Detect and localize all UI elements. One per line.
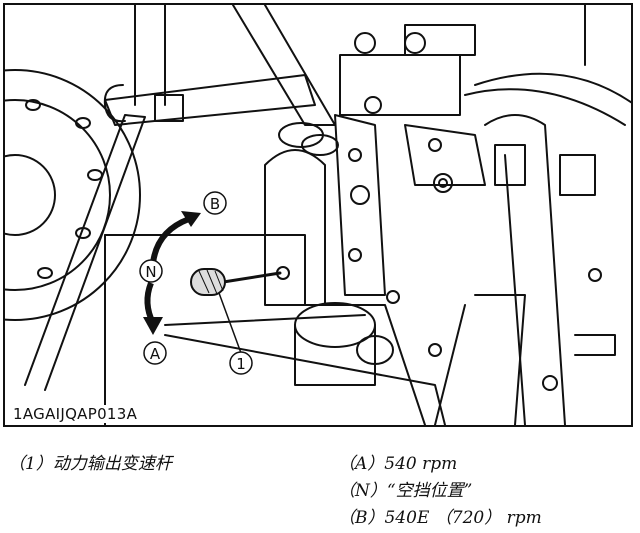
lift-arm-drawing	[24, 5, 339, 391]
legend-position-b: （B）540E （720） rpm	[338, 508, 542, 528]
transmission-casting-drawing	[104, 5, 486, 425]
legend-position-a: （A）540 rpm	[338, 454, 458, 474]
callout-n-circle	[139, 259, 163, 283]
arrow-head-up-icon	[181, 211, 201, 227]
tractor-mechanism-drawing: B N A 1	[5, 5, 631, 425]
callout-1-leader	[218, 292, 242, 354]
callout-1-circle	[229, 351, 253, 375]
callout-n-label: N	[145, 263, 156, 281]
legend-item-part-1: （1）动力输出变速杆	[8, 454, 172, 474]
legend-position-n: （N）“空挡位置”	[338, 481, 473, 501]
image-code-label: 1AGAIJQAP013A	[11, 405, 140, 423]
positions-legend: （A）540 rpm （N）“空挡位置” （B）540E （720） rpm	[338, 449, 542, 530]
wheel-hub-drawing	[5, 69, 141, 321]
callout-1-label: 1	[236, 355, 246, 373]
pto-lever-knob	[190, 268, 226, 296]
parts-legend: （1）动力输出变速杆	[8, 449, 172, 474]
arrow-head-down-icon	[143, 317, 163, 335]
callout-b-label: B	[210, 195, 220, 213]
callout-b-circle	[203, 191, 227, 215]
callout-a-circle	[143, 341, 167, 365]
callout-a-label: A	[150, 345, 161, 363]
hydraulic-linkage-drawing	[434, 5, 631, 425]
pto-lever-drawing	[215, 266, 290, 285]
pto-lever-illustration: B N A 1 1AGAIJQAP013A	[3, 3, 633, 427]
